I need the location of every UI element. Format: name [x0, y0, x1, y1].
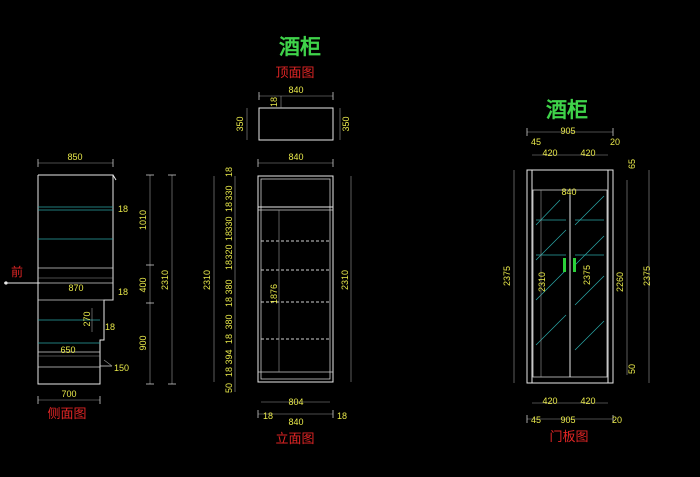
side-view-drawing: 850 700 1010 400 900 2310 18 18 18 870 6…	[4, 152, 176, 404]
front-side-left-label: 18	[263, 411, 273, 421]
title-top-view: 顶面图	[275, 66, 314, 81]
door-height-right-inner-label: 2260	[615, 272, 625, 292]
front-chain-6: 18	[224, 260, 234, 270]
title-front-view: 立面图	[275, 432, 314, 447]
top-depth-left-label: 350	[235, 116, 245, 131]
door-bottom-gap-label: 50	[627, 364, 637, 374]
door-inner-width-label: 840	[561, 187, 576, 197]
front-chain-11: 394	[224, 349, 234, 364]
front-view-drawing: 840 2310 2310 1876 18 330 18 330 18 320 …	[202, 152, 352, 427]
front-chain-0: 18	[224, 167, 234, 177]
side-inner-depth-label: 870	[68, 283, 83, 293]
front-width-bottom-label: 840	[288, 417, 303, 427]
side-seg-mid-label: 400	[138, 277, 148, 292]
door-leaf-bottom-right-label: 420	[580, 396, 595, 406]
door-view-drawing: 905 45 20 420 420 840 2375 2310 2375 226…	[502, 126, 652, 425]
door-leaf-top-right-label: 420	[580, 148, 595, 158]
door-height-inner-label: 2310	[537, 272, 547, 292]
top-width-label: 840	[288, 85, 303, 95]
front-chain-13: 50	[224, 383, 234, 393]
door-height-right-label: 2375	[642, 266, 652, 286]
front-chain-9: 380	[224, 314, 234, 329]
front-chain-4: 18	[224, 231, 234, 241]
front-chain-1: 330	[224, 185, 234, 200]
door-view-outline	[526, 169, 614, 384]
front-chain-12: 18	[224, 367, 234, 377]
side-shelf-b-label: 18	[118, 287, 128, 297]
door-side-top-left-label: 45	[531, 137, 541, 147]
front-inner-width-label: 804	[288, 397, 303, 407]
front-interior-height-label: 1876	[269, 284, 279, 304]
side-kick-label: 150	[114, 363, 129, 373]
title-wine-cabinet-right: 酒柜	[546, 98, 588, 122]
front-height-left-label: 2310	[202, 270, 212, 290]
front-height-right-label: 2310	[340, 270, 350, 290]
door-width-bottom-label: 905	[560, 415, 575, 425]
door-leaf-top-left-label: 420	[542, 148, 557, 158]
side-angle-label: 270	[82, 311, 92, 326]
front-side-right-label: 18	[337, 411, 347, 421]
side-inner-lower-label: 650	[60, 345, 75, 355]
front-chain-5: 320	[224, 244, 234, 259]
door-height-door-label: 2375	[582, 265, 592, 285]
side-shelf-c-label: 18	[105, 322, 115, 332]
top-view-outline	[258, 107, 334, 141]
front-chain-8: 18	[224, 297, 234, 307]
door-side-top-right-label: 20	[610, 137, 620, 147]
front-width-top-label: 840	[288, 152, 303, 162]
top-board-label: 18	[269, 97, 279, 107]
front-marker-label: 前	[11, 264, 23, 279]
top-view-drawing: 840 350 350 18	[235, 85, 351, 141]
front-chain-2: 18	[224, 202, 234, 212]
top-depth-right-label: 350	[341, 116, 351, 131]
door-top-gap-label: 65	[627, 159, 637, 169]
front-view-outline	[257, 175, 334, 383]
side-height-total-label: 2310	[160, 270, 170, 290]
door-leaf-bottom-left-label: 420	[542, 396, 557, 406]
front-chain-3: 330	[224, 216, 234, 231]
side-shelf-a-label: 18	[118, 204, 128, 214]
front-chain-10: 18	[224, 334, 234, 344]
door-handle-right	[573, 258, 576, 272]
door-side-bottom-right-label: 20	[612, 415, 622, 425]
side-width-top-label: 850	[67, 152, 82, 162]
door-width-top-label: 905	[560, 126, 575, 136]
title-door-view: 门板图	[549, 430, 588, 445]
front-chain-7: 380	[224, 279, 234, 294]
door-height-left-label: 2375	[502, 266, 512, 286]
title-side-view: 侧面图	[47, 407, 86, 422]
side-width-bottom-label: 700	[61, 389, 76, 399]
door-handle-left	[563, 258, 566, 272]
side-seg-lower-label: 900	[138, 335, 148, 350]
side-seg-upper-label: 1010	[138, 210, 148, 230]
title-wine-cabinet-top: 酒柜	[279, 35, 321, 59]
side-view-outline	[37, 174, 114, 385]
door-side-bottom-left-label: 45	[531, 415, 541, 425]
